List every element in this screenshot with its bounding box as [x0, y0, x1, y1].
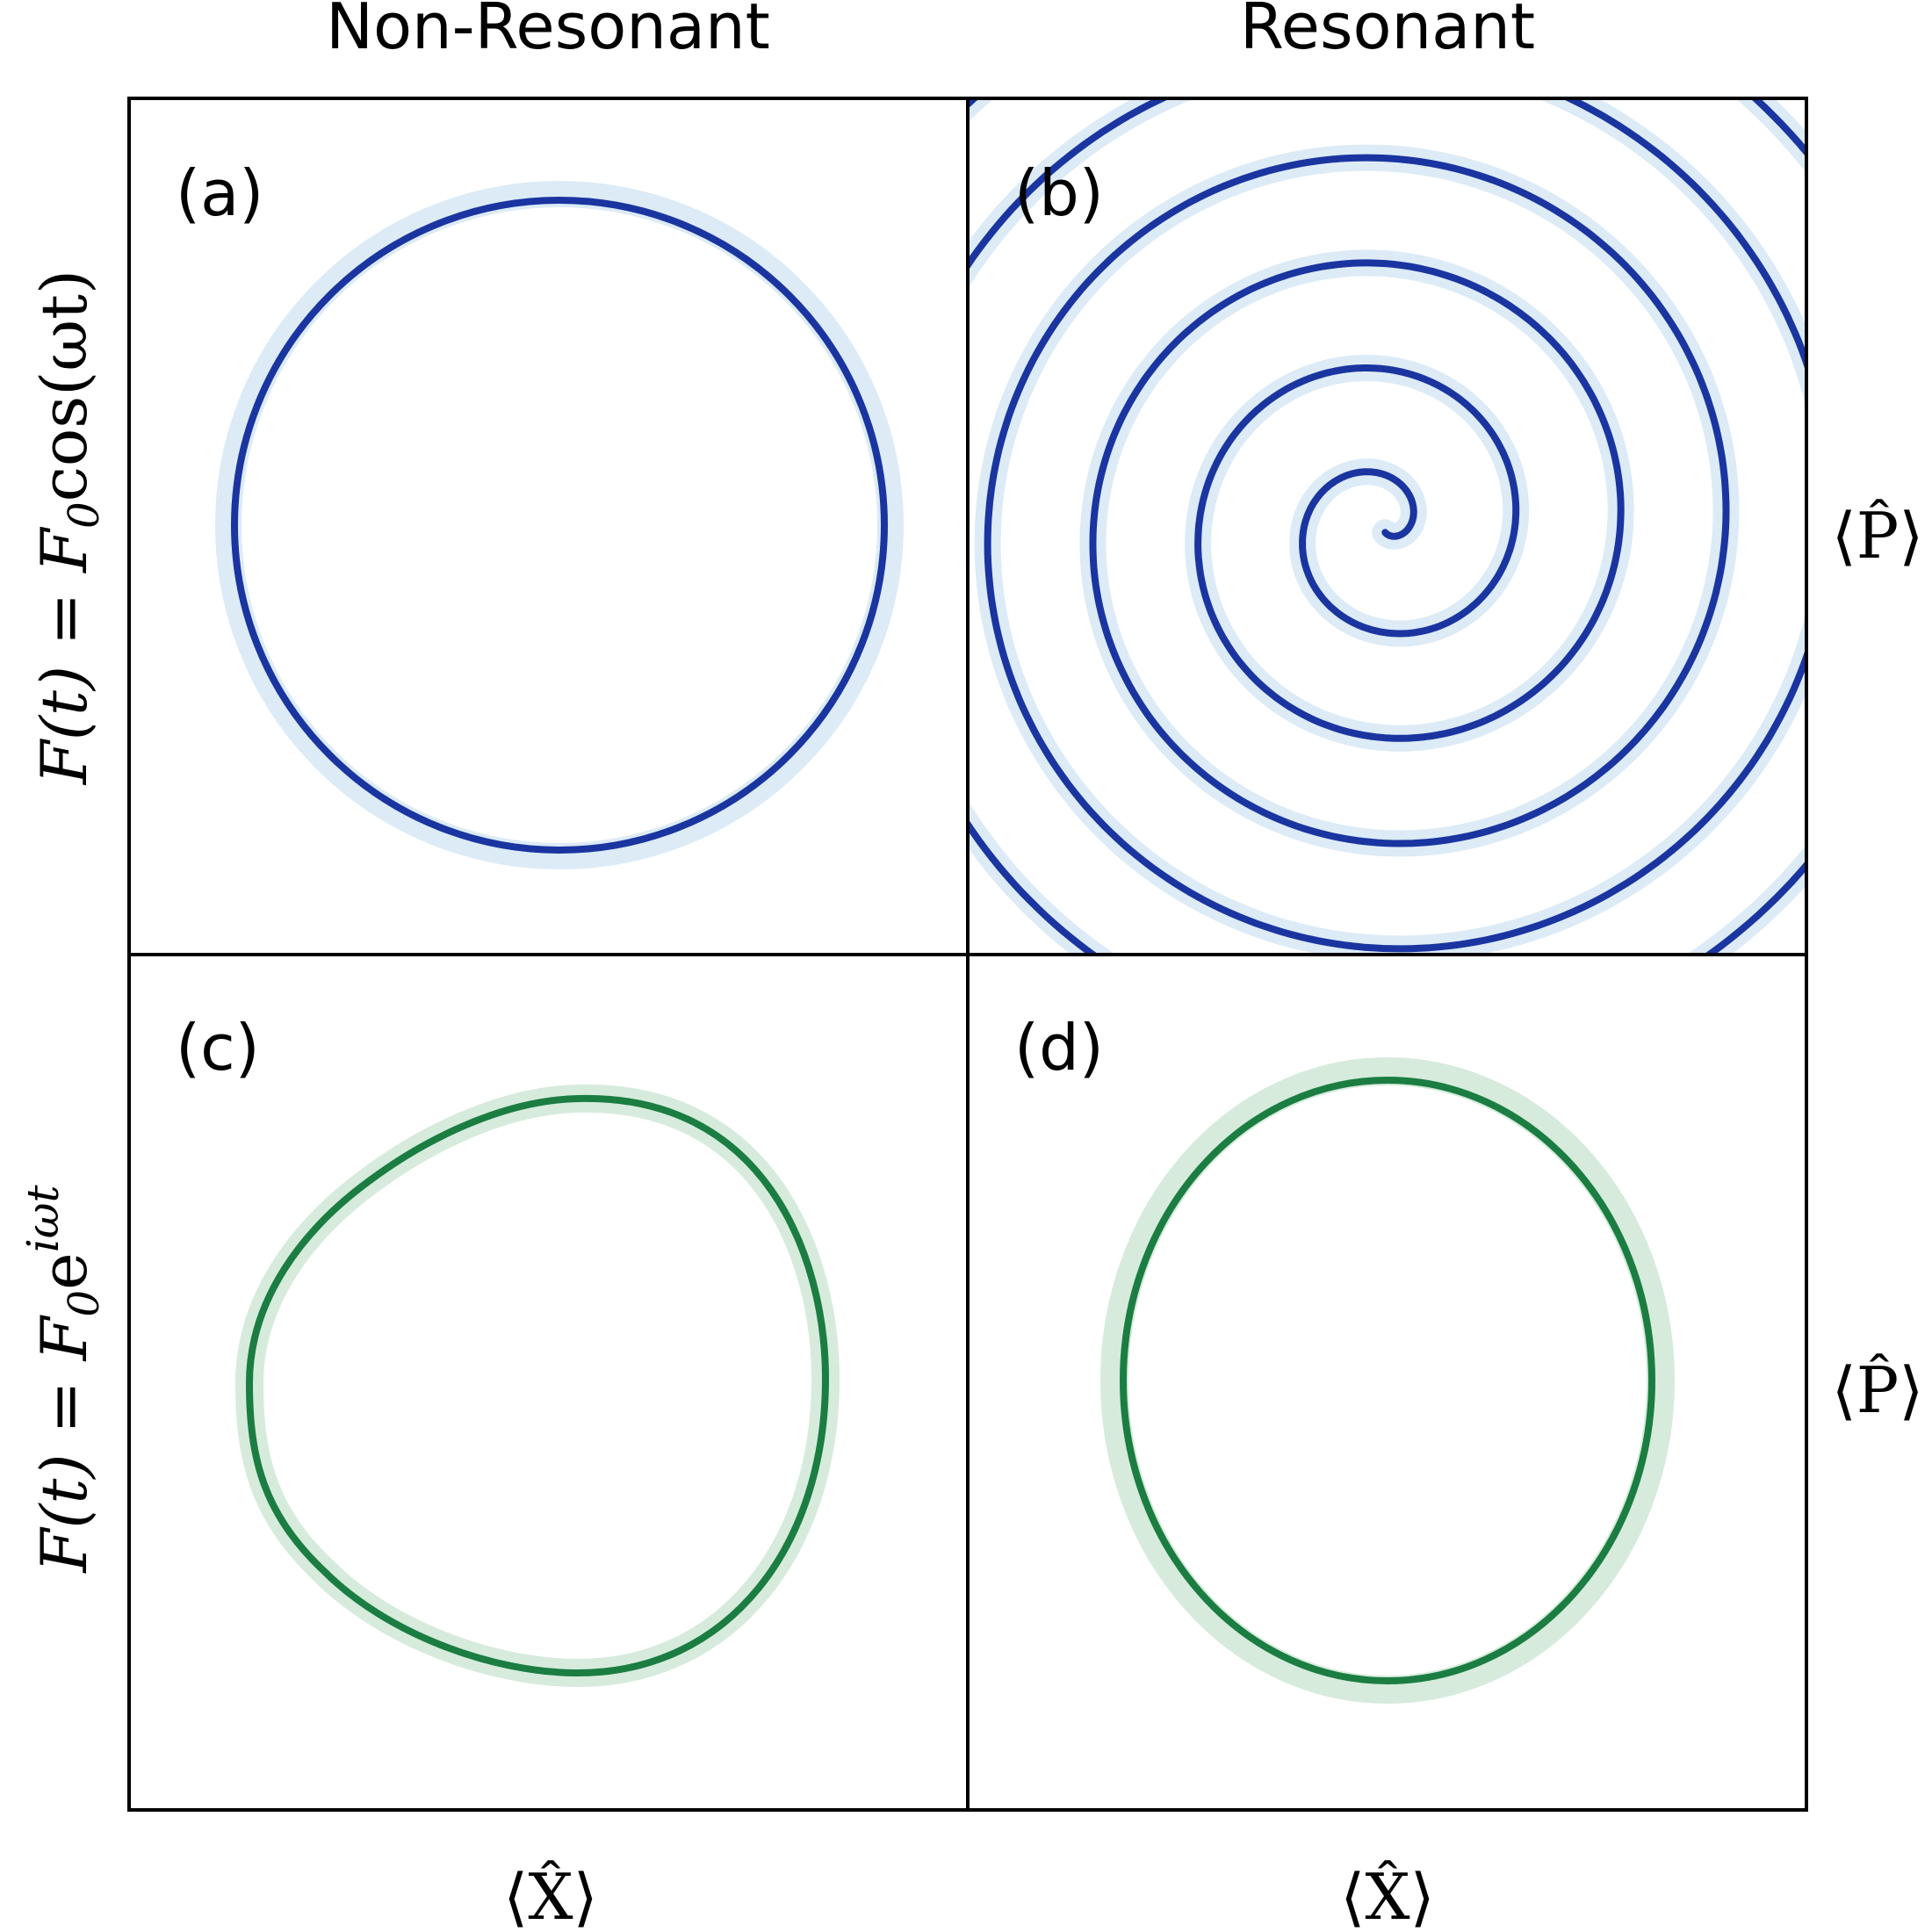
x-axis-label-right: ⟨X̂⟩	[1340, 1859, 1434, 1932]
trajectory-loop-c	[234, 1084, 840, 1688]
p-axis-label-top: ⟨P̂⟩	[1832, 498, 1924, 573]
panel-c	[234, 1084, 840, 1688]
trajectory-circle-a	[215, 181, 904, 869]
panel-label-d: (d)	[1014, 1011, 1104, 1085]
trajectory-ellipse-d	[1100, 1057, 1675, 1704]
x-axis-label-left: ⟨X̂⟩	[503, 1859, 597, 1932]
panel-label-c: (c)	[176, 1011, 260, 1085]
p-axis-label-bottom: ⟨P̂⟩	[1832, 1352, 1924, 1427]
spiral-trajectory-b	[968, 98, 1806, 955]
row-label-exponential-drive: F(t) = F0eiωt	[18, 1185, 109, 1575]
panel-label-a: (a)	[176, 156, 263, 230]
column-title-resonant: Resonant	[1240, 0, 1535, 63]
panel-b	[968, 98, 1806, 955]
frame-panel-d	[966, 953, 1808, 1812]
panel-d	[1100, 1057, 1675, 1704]
panel-a	[215, 181, 904, 869]
panel-label-b: (b)	[1014, 156, 1104, 230]
column-title-non-resonant: Non-Resonant	[326, 0, 770, 63]
spiral-halo	[968, 98, 1806, 955]
row-label-cosine-drive: F(t) = F0cos(ωt)	[27, 270, 109, 786]
